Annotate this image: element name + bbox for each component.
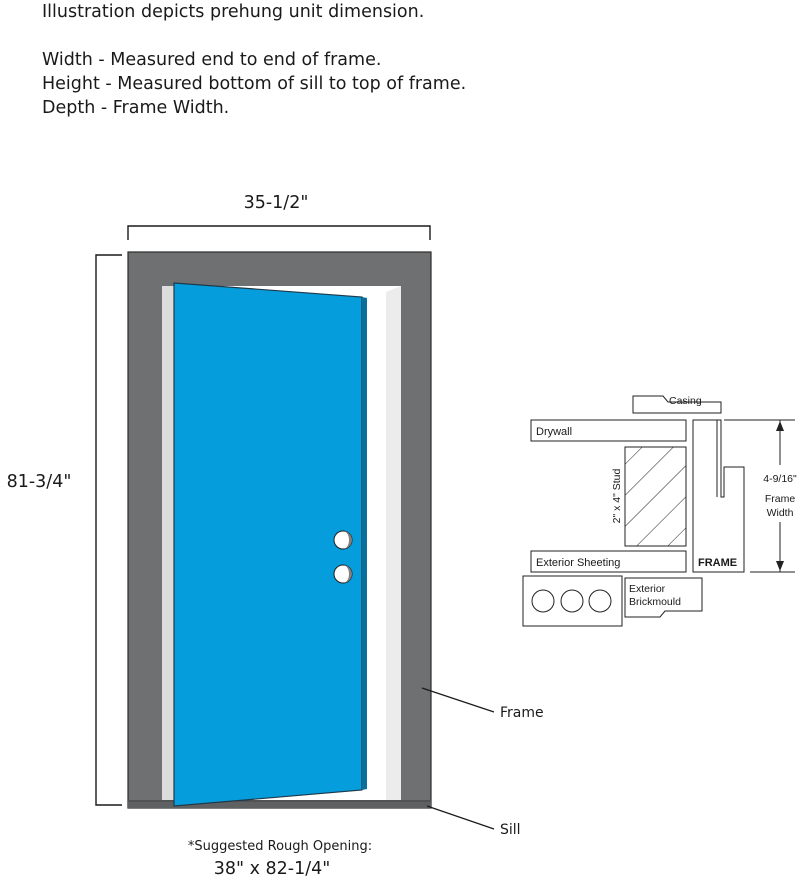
stud-label: 2" x 4" Stud (611, 468, 623, 523)
drywall-shape (530, 419, 687, 442)
casing-label: Casing (669, 395, 702, 407)
intro-line-height: Height - Measured bottom of sill to top … (42, 74, 467, 94)
brickmould-label-line1: Exterior (629, 583, 666, 595)
depth-label-line1: Frame (765, 493, 795, 505)
exterior-sheeting-shape (530, 550, 687, 573)
rough-opening-value: 38" x 82-1/4" (214, 859, 331, 879)
frame-section-label: FRAME (698, 557, 737, 569)
rough-opening-caption: *Suggested Rough Opening: (188, 839, 372, 854)
height-label: 81-3/4" (7, 472, 72, 492)
sill (128, 800, 431, 808)
intro-line-width: Width - Measured end to end of frame. (42, 50, 382, 70)
hinge-jamb-shadow (162, 286, 176, 806)
depth-value: 4-9/16" (763, 473, 797, 485)
brick-hole (560, 589, 584, 613)
arrow-up-icon (776, 421, 784, 431)
exterior-sheeting-label: Exterior Sheeting (536, 557, 620, 569)
height-dimension: 81-3/4" (7, 254, 122, 806)
stud-shape (624, 446, 687, 547)
strike-jamb-edge (386, 286, 401, 806)
sill-label: Sill (500, 822, 521, 838)
door-knob-upper (333, 530, 353, 550)
width-label: 35-1/2" (244, 193, 309, 213)
wall-section-detail: Casing Drywall 2" x 4" Stud Exterior She… (522, 395, 797, 627)
casing-shape (632, 395, 722, 414)
frame-label: Frame (500, 705, 544, 721)
depth-label-line2: Width (767, 507, 794, 519)
drywall-label: Drywall (536, 426, 572, 438)
frame-profile (692, 419, 745, 573)
width-dimension: 35-1/2" (127, 193, 431, 240)
door-panel (173, 282, 363, 807)
door-slab (173, 282, 367, 807)
brickmould-shape (624, 577, 703, 618)
intro-line-depth: Depth - Frame Width. (42, 98, 230, 118)
intro-line-illustration: Illustration depicts prehung unit dimens… (42, 2, 425, 22)
frame-callout: Frame (421, 687, 544, 721)
sill-callout: Sill (426, 805, 521, 838)
door-edge (362, 297, 367, 790)
brick-hole (531, 589, 555, 613)
intro-text: Illustration depicts prehung unit dimens… (42, 0, 466, 120)
door-knob-lower (333, 564, 353, 584)
brick-hole (588, 589, 612, 613)
arrow-down-icon (776, 561, 784, 571)
brickmould-label-line2: Brickmould (629, 596, 681, 608)
